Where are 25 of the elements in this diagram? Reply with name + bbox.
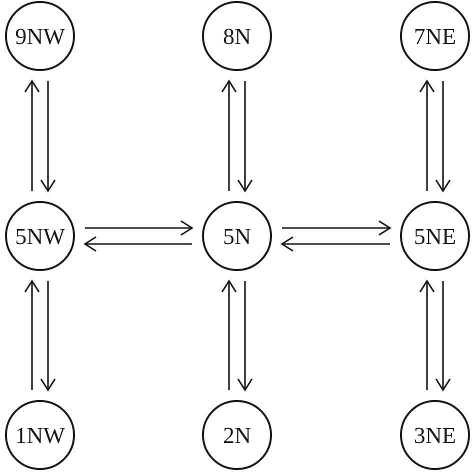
state-label: 8N [222,24,252,48]
state-label: 7NE [414,24,456,48]
reaction-arrow [419,280,435,390]
reaction-arrow [282,220,391,236]
state-label: 5NW [15,224,65,248]
state-label: 9NW [15,24,65,48]
state-label: 3NE [414,424,456,446]
reaction-arrow [419,80,435,191]
reaction-arrow [24,280,40,390]
reaction-arrow [435,81,451,192]
reaction-arrow [237,281,253,391]
state-label: 2N [222,424,252,446]
reaction-arrow [281,236,390,252]
state-label: 5N [222,224,252,248]
reaction-arrow [85,220,193,236]
reaction-arrow [84,236,192,252]
reaction-arrow [24,80,40,191]
state-label: 1NW [15,424,65,446]
reaction-arrow [221,280,237,390]
reaction-arrow [237,81,253,192]
reaction-arrow [221,80,237,191]
reaction-arrow [40,281,56,391]
reaction-arrow [435,281,451,391]
reaction-arrow [40,81,56,192]
state-label: 5NE [414,224,456,248]
